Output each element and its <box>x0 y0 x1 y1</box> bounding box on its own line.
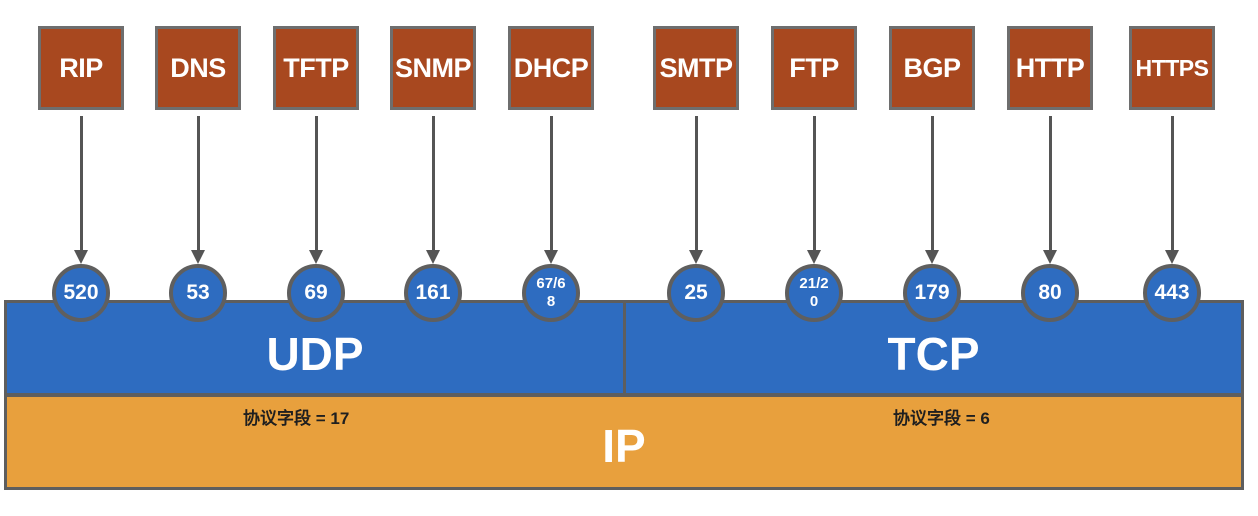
arrow-shaft <box>79 116 83 252</box>
arrow-head <box>74 250 88 264</box>
port-number: 69 <box>304 281 328 304</box>
arrow-shaft <box>930 116 934 252</box>
port-number: 21/20 <box>799 275 829 310</box>
arrow-head <box>689 250 703 264</box>
arrow-head <box>309 250 323 264</box>
port-circle-ftp: 21/20 <box>785 264 843 322</box>
port-circle-https: 443 <box>1143 264 1201 322</box>
arrow-shaft <box>549 116 553 252</box>
tcp-protocol-field: 协议字段 = 6 <box>893 409 990 428</box>
port-circle-bgp: 179 <box>903 264 961 322</box>
port-circle-smtp: 25 <box>667 264 725 322</box>
protocol-box-smtp: SMTP <box>653 26 739 110</box>
port-number: 25 <box>684 281 708 304</box>
protocol-box-ftp: FTP <box>771 26 857 110</box>
protocol-box-http: HTTP <box>1007 26 1093 110</box>
protocol-box-snmp: SNMP <box>390 26 476 110</box>
arrow-shaft <box>694 116 698 252</box>
ip-layer: IP <box>4 394 1244 490</box>
arrow-head <box>807 250 821 264</box>
protocol-box-dns: DNS <box>155 26 241 110</box>
port-circle-dhcp: 67/68 <box>522 264 580 322</box>
port-number: 53 <box>186 281 210 304</box>
arrow-head <box>191 250 205 264</box>
arrow-head <box>1165 250 1179 264</box>
protocol-box-rip: RIP <box>38 26 124 110</box>
port-circle-rip: 520 <box>52 264 110 322</box>
port-number: 179 <box>914 281 950 304</box>
port-number: 161 <box>415 281 451 304</box>
protocol-box-dhcp: DHCP <box>508 26 594 110</box>
arrow-shaft <box>1170 116 1174 252</box>
arrow-shaft <box>314 116 318 252</box>
arrow-head <box>426 250 440 264</box>
port-number: 520 <box>63 281 99 304</box>
arrow-head <box>1043 250 1057 264</box>
tcp-label: TCP <box>887 328 980 380</box>
port-circle-dns: 53 <box>169 264 227 322</box>
arrow-shaft <box>196 116 200 252</box>
arrow-shaft <box>431 116 435 252</box>
udp-protocol-field: 协议字段 = 17 <box>243 409 350 428</box>
arrow-head <box>925 250 939 264</box>
port-number: 443 <box>1154 281 1190 304</box>
port-circle-http: 80 <box>1021 264 1079 322</box>
arrow-shaft <box>1048 116 1052 252</box>
protocol-box-tftp: TFTP <box>273 26 359 110</box>
protocol-box-https: HTTPS <box>1129 26 1215 110</box>
ip-label: IP <box>602 420 646 472</box>
udp-label: UDP <box>266 328 364 380</box>
arrow-shaft <box>812 116 816 252</box>
protocol-box-bgp: BGP <box>889 26 975 110</box>
port-circle-tftp: 69 <box>287 264 345 322</box>
port-number: 67/68 <box>536 275 566 310</box>
port-circle-snmp: 161 <box>404 264 462 322</box>
port-number: 80 <box>1038 281 1062 304</box>
arrow-head <box>544 250 558 264</box>
